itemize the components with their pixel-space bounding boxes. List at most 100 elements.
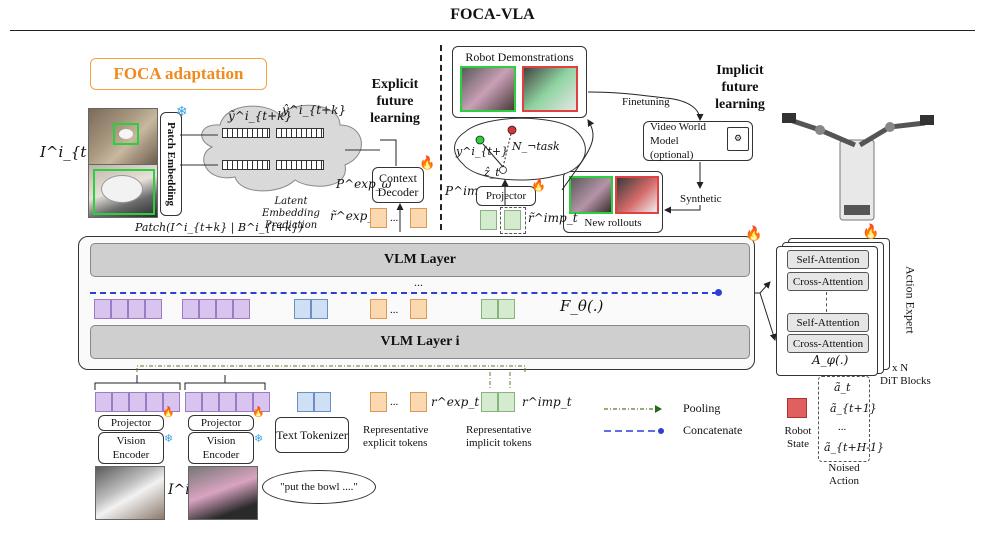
patch-label: Patch(I^i_{t+k} | B^i_{t+k}) xyxy=(135,221,303,234)
action-expert-label-wrap: Action Expert xyxy=(900,240,920,360)
rollout-frame-green xyxy=(569,176,613,214)
trainable-flame-icon: 🔥 xyxy=(252,407,265,418)
r-exp-tilde-label: r̃^exp_t xyxy=(330,209,379,223)
vlm-ellipsis: ... xyxy=(414,275,423,289)
p-exp-label: P^exp_ω xyxy=(336,177,392,191)
robot-arm-image xyxy=(782,113,934,221)
implicit-latent-space xyxy=(454,117,586,181)
bbox-green xyxy=(93,169,155,215)
trainable-flame-icon: 🔥 xyxy=(162,407,175,418)
frozen-snowflake-icon: ❄ xyxy=(164,432,174,445)
robot-state-line: Robot xyxy=(784,425,812,437)
vision-tokens-input-1 xyxy=(95,392,180,412)
instruction-speech-bubble: "put the bowl ...." xyxy=(262,470,376,504)
cross-attention-block: Cross-Attention xyxy=(787,334,869,353)
implicit-heading-line: future xyxy=(721,80,759,95)
finetuning-label: Finetuning xyxy=(622,96,670,108)
noised-action-item: ã_{t+H-1} xyxy=(824,441,885,454)
noised-action-item: ã_{t+1} xyxy=(830,402,877,415)
rollout-frame-red xyxy=(615,176,659,214)
latent-token-row-2 xyxy=(222,160,324,180)
y-hat-label: ŷ^i_{t+k} xyxy=(282,103,347,117)
f-theta-label: F_θ(.) xyxy=(560,297,604,315)
demo-frame-green xyxy=(460,66,516,112)
foca-adaptation-label: FOCA adaptation xyxy=(90,58,267,90)
explicit-token-a xyxy=(370,208,387,228)
action-expert-label: Action Expert xyxy=(903,266,918,334)
y-point-label: y^i_{t+} xyxy=(456,145,509,158)
token-strip xyxy=(276,128,324,138)
a-phi-label: A_φ(.) xyxy=(812,353,849,367)
r-imp-tilde-label: r̃^imp_t xyxy=(528,211,578,225)
y-tilde-label: ỹ^i_{t+k} xyxy=(228,109,293,123)
n-task-label: N_¬task xyxy=(512,140,560,153)
implicit-caption-line: Representative xyxy=(466,424,532,436)
concatenate-dot xyxy=(715,289,722,296)
implicit-token-frame xyxy=(500,207,526,234)
section-divider xyxy=(440,45,442,230)
video-world-model-label: Video World Model (optional) xyxy=(650,121,706,161)
frozen-snowflake-icon: ❄ xyxy=(176,104,188,120)
text-tokens xyxy=(294,299,328,319)
text-tokenizer-box: Text Tokenizer xyxy=(275,417,349,453)
r-imp-label: r^imp_t xyxy=(522,395,572,409)
vlm-top-layer: VLM Layer xyxy=(90,243,750,277)
explicit-heading-line: Explicit xyxy=(371,77,419,92)
concatenate-line xyxy=(90,292,718,294)
explicit-token-b xyxy=(410,208,427,228)
vlm-layer-i: VLM Layer i xyxy=(90,325,750,359)
noised-action-box xyxy=(818,376,870,462)
latent-caption-line: Prediction xyxy=(264,220,318,231)
implicit-heading-line: Implicit xyxy=(716,63,764,78)
noised-action-item: ã_t xyxy=(834,381,851,394)
latent-caption: Latent Embedding Prediction xyxy=(246,196,336,232)
bbox-green xyxy=(113,123,139,145)
explicit-caption-line: Representative xyxy=(363,424,429,436)
demo-frame-red xyxy=(522,66,578,112)
explicit-heading-line: learning xyxy=(370,111,420,126)
legend-concatenate-dot xyxy=(658,428,664,434)
explicit-future-learning-heading: Explicit future learning xyxy=(355,76,435,127)
noised-caption-line: Action xyxy=(829,475,859,487)
explicit-tokens-input-b xyxy=(410,392,427,412)
dit-blocks-label: DiT Blocks xyxy=(880,375,931,387)
frozen-snowflake-icon: ❄ xyxy=(254,432,264,445)
patch-embedding-label: Patch Embedding xyxy=(165,121,177,207)
legend-concatenate: Concatenate xyxy=(683,423,743,437)
noised-caption-line: Noised xyxy=(828,462,860,474)
context-decoder-box: Context Decoder xyxy=(372,167,424,203)
vision-tokens-2 xyxy=(182,299,250,319)
token-strip xyxy=(222,128,270,138)
vision-encoder-box-2: Vision Encoder xyxy=(188,432,254,464)
token-strip xyxy=(222,160,270,170)
robot-state-line: State xyxy=(787,438,809,450)
trainable-flame-icon: 🔥 xyxy=(862,224,880,240)
noised-action-item: ... xyxy=(838,421,847,433)
explicit-tokens-input-a xyxy=(370,392,387,412)
new-rollouts-label: New rollouts xyxy=(584,217,642,229)
explicit-tokens-dots: ... xyxy=(390,304,399,316)
implicit-future-learning-heading: Implicit future learning xyxy=(700,62,780,113)
implicit-token-a xyxy=(480,210,497,230)
projector-box-1: Projector xyxy=(98,415,164,431)
synthetic-label: Synthetic xyxy=(680,193,722,205)
current-frame-1 xyxy=(95,466,165,520)
patch-embedding-box: Patch Embedding xyxy=(160,112,182,216)
explicit-tokens-b xyxy=(410,299,427,319)
figure-title: FOCA-VLA xyxy=(450,6,535,23)
implicit-tokens xyxy=(481,299,515,319)
robot-demonstrations-label: Robot Demonstrations xyxy=(465,50,574,64)
implicit-token-b xyxy=(504,210,521,230)
robot-state-caption: Robot State xyxy=(778,425,818,451)
dit-ellipsis-line xyxy=(826,292,827,312)
explicit-caption: Representative explicit tokens xyxy=(363,424,428,450)
vision-encoder-box-1: Vision Encoder xyxy=(98,432,164,464)
text-tokens-input xyxy=(297,392,331,412)
world-model-icon: ⚙ xyxy=(727,127,749,151)
noised-action-caption: Noised Action xyxy=(822,462,866,488)
implicit-caption-line: implicit tokens xyxy=(466,437,532,449)
implicit-projector-box: Projector xyxy=(476,186,536,206)
vision-tokens-input-2 xyxy=(185,392,270,412)
trainable-flame-icon: 🔥 xyxy=(745,226,763,242)
z-t-label: ẑ_t xyxy=(484,166,500,179)
